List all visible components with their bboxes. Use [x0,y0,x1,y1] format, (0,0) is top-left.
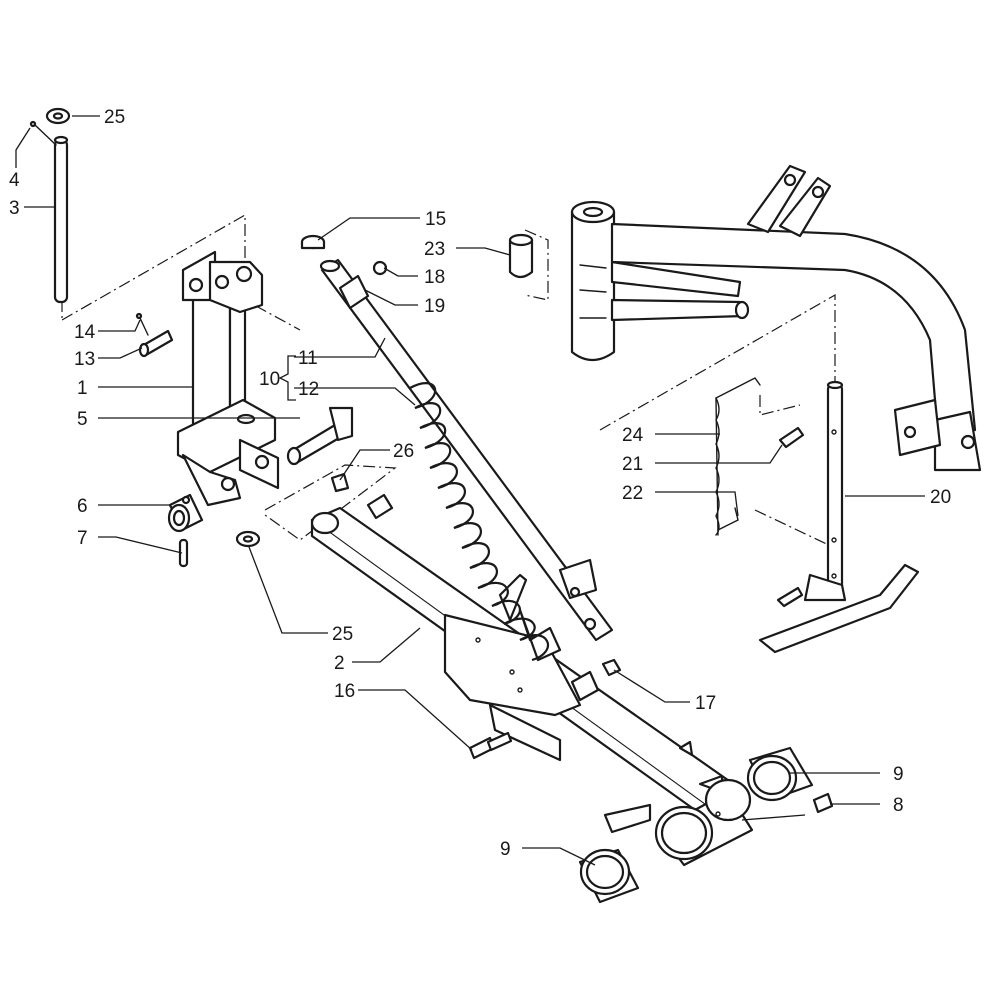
label-20: 20 [930,487,951,508]
clip-part-22 [717,507,739,531]
label-8: 8 [893,795,904,816]
alignment-lines [61,213,836,549]
pin-part-13 [138,329,174,358]
label-25-bottom: 25 [332,624,353,645]
label-18: 18 [424,267,445,288]
label-21: 21 [622,454,643,475]
label-7: 7 [77,528,88,549]
collar-part-6 [167,493,204,533]
swing-arm-part-2 [310,493,744,834]
pin-part-3 [29,120,69,304]
label-13: 13 [74,349,95,370]
washer-part-25-top [45,107,71,125]
leader-lines [15,115,925,866]
bushing-part-23 [508,233,534,279]
cotter-part-14 [135,312,149,336]
label-9-left: 9 [500,839,511,860]
label-1: 1 [77,378,88,399]
stand-part-20 [758,380,920,654]
bushing-part-9-left [578,848,640,904]
label-25-top: 25 [104,107,125,128]
pivot-tube [654,778,754,867]
grease-nipple-part-8 [812,792,834,814]
label-4: 4 [9,170,20,191]
label-10: 10 [259,369,280,390]
spring-part-12 [409,382,550,662]
label-22: 22 [622,483,643,504]
label-11: 11 [298,348,318,369]
label-19: 19 [424,296,445,317]
label-26: 26 [393,441,414,462]
label-15: 15 [425,209,446,230]
label-17: 17 [695,693,716,714]
callout-labels: 25 4 3 14 13 1 5 6 7 25 2 16 17 9 8 9 20… [9,107,951,860]
pin-part-5 [286,406,354,466]
label-16: 16 [334,681,355,702]
bolt-part-18 [372,260,388,276]
frame-assembly [570,164,982,472]
label-6: 6 [77,496,88,517]
label-2: 2 [334,653,345,674]
label-24: 24 [622,425,644,446]
bolt-part-16 [468,731,513,760]
chain-part-24 [715,377,761,536]
pin-part-21 [776,426,805,608]
label-3: 3 [9,198,20,219]
label-14: 14 [74,322,96,343]
spring-rod-part-11 [319,258,614,642]
label-5: 5 [77,409,88,430]
bushing-part-9-right [746,746,814,802]
bracket-part-1 [176,250,280,507]
label-12: 12 [298,379,319,400]
label-9-right: 9 [893,764,904,785]
washer-part-25-bottom [235,530,261,548]
nipple-part-26 [330,472,350,493]
label-23: 23 [424,239,445,260]
